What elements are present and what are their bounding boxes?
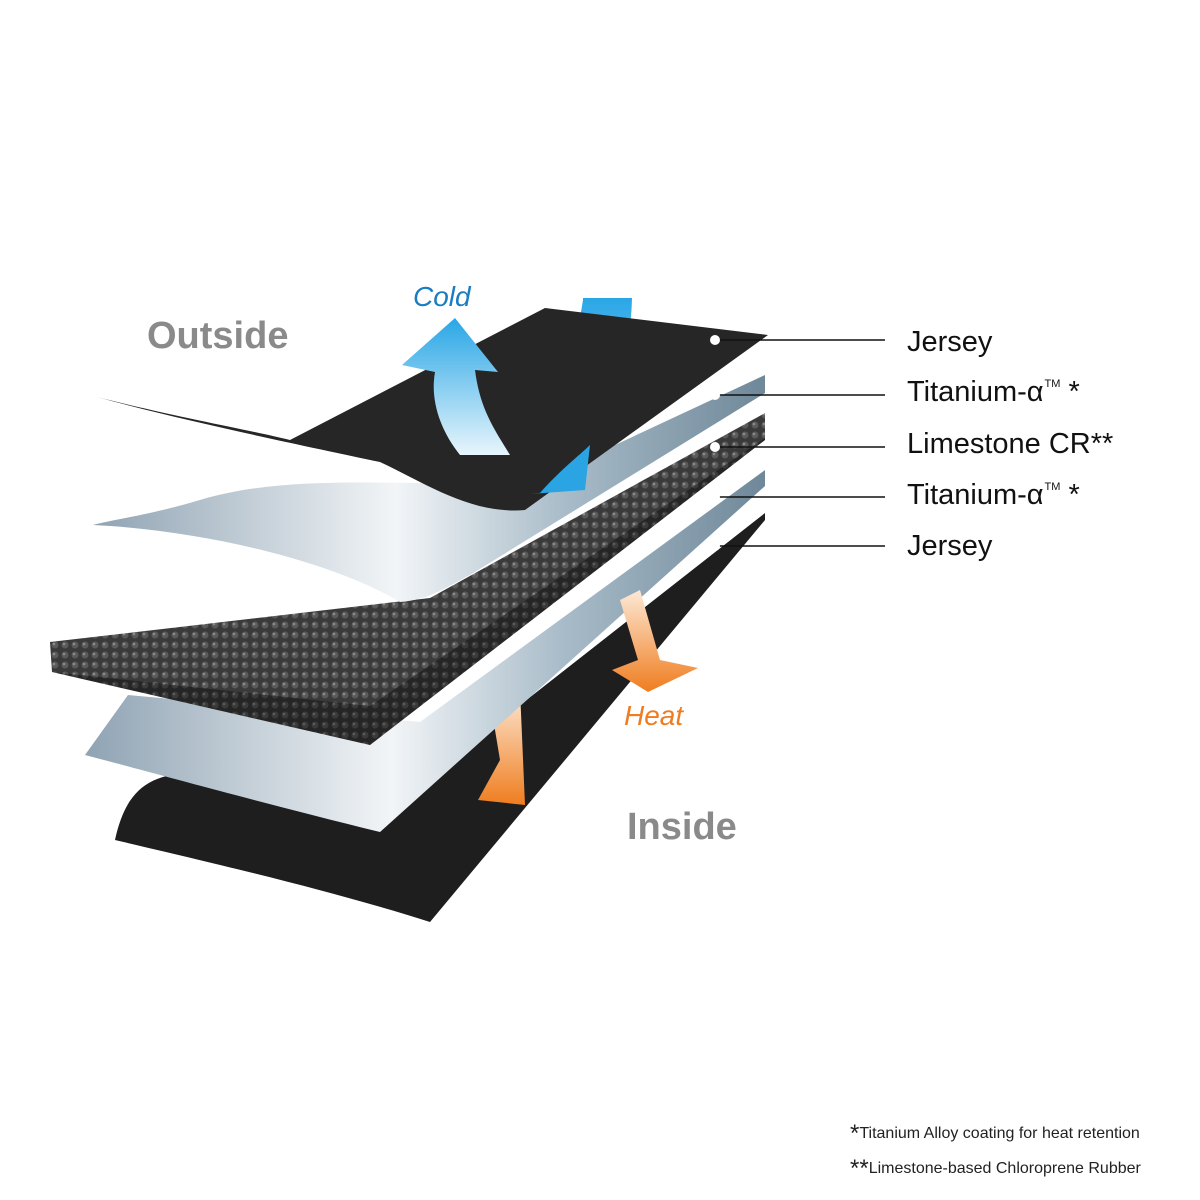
inside-label: Inside (627, 806, 737, 848)
cold-label: Cold (413, 281, 471, 312)
jersey-inner-layer (115, 513, 765, 922)
limestone-cr-layer (50, 413, 765, 745)
layer-label-titanium-inner: Titanium-αTM * (907, 479, 1080, 511)
titanium-outer-layer (93, 375, 765, 602)
layer-label-limestone-cr: Limestone CR** (907, 428, 1114, 460)
layer-label-titanium-outer: Titanium-αTM * (907, 376, 1080, 408)
heat-arrow-upper (612, 590, 698, 692)
leader-lines (710, 335, 885, 551)
footnote-limestone: **Limestone-based Chloroprene Rubber (850, 1155, 1141, 1182)
jersey-outer-layer (97, 308, 768, 511)
titanium-inner-layer (85, 470, 765, 832)
footnote-titanium: *Titanium Alloy coating for heat retenti… (850, 1120, 1140, 1147)
outside-label: Outside (147, 315, 289, 357)
layer-label-jersey-outer: Jersey (907, 326, 993, 358)
heat-arrow-lower (478, 690, 525, 805)
cold-arrow-up (402, 318, 510, 455)
layer-label-jersey-inner: Jersey (907, 530, 993, 562)
heat-label: Heat (624, 700, 684, 731)
